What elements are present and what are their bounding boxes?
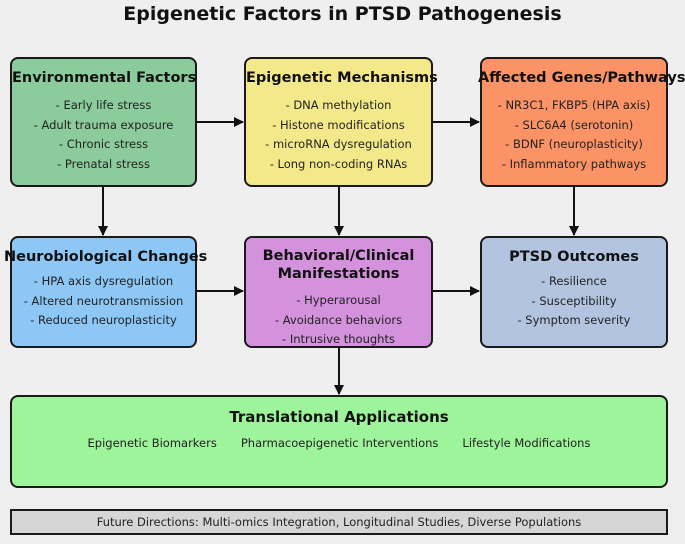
translational-applications-box: Translational Applications Epigenetic Bi… bbox=[10, 395, 668, 488]
epigenetic-mechanisms-title: Epigenetic Mechanisms bbox=[246, 70, 438, 86]
behavioral-clinical-box: Behavioral/Clinical Manifestations Hyper… bbox=[244, 236, 433, 348]
environmental-item: Early life stress bbox=[12, 96, 195, 116]
genes-item: SLC6A4 (serotonin) bbox=[482, 116, 666, 136]
epigenetic-item: DNA methylation bbox=[246, 96, 431, 116]
behavioral-item: Avoidance behaviors bbox=[246, 311, 431, 331]
affected-genes-title: Affected Genes/Pathways bbox=[478, 70, 685, 86]
behavioral-item: Hyperarousal bbox=[246, 291, 431, 311]
ptsd-outcomes-box: PTSD Outcomes Resilience Susceptibility … bbox=[480, 236, 668, 348]
diagram-title: Epigenetic Factors in PTSD Pathogenesis bbox=[123, 3, 562, 25]
neuro-item: Altered neurotransmission bbox=[12, 292, 195, 312]
translational-item: Lifestyle Modifications bbox=[462, 436, 591, 450]
neuro-item: Reduced neuroplasticity bbox=[12, 311, 195, 331]
translational-item: Epigenetic Biomarkers bbox=[87, 436, 217, 450]
affected-genes-box: Affected Genes/Pathways NR3C1, FKBP5 (HP… bbox=[478, 57, 685, 187]
translational-applications-title: Translational Applications bbox=[229, 408, 449, 426]
epigenetic-item: Histone modifications bbox=[246, 116, 431, 136]
behavioral-item: Intrusive thoughts bbox=[246, 330, 431, 350]
genes-item: Inflammatory pathways bbox=[482, 155, 666, 175]
epigenetic-item: microRNA dysregulation bbox=[246, 135, 431, 155]
neurobiological-changes-title: Neurobiological Changes bbox=[4, 249, 208, 265]
behavioral-clinical-title: Behavioral/Clinical Manifestations bbox=[262, 248, 415, 282]
future-directions-banner: Future Directions: Multi-omics Integrati… bbox=[10, 509, 668, 535]
genes-item: NR3C1, FKBP5 (HPA axis) bbox=[482, 96, 666, 116]
ptsd-item: Resilience bbox=[482, 272, 666, 292]
ptsd-item: Susceptibility bbox=[482, 292, 666, 312]
environmental-factors-box: Environmental Factors Early life stress … bbox=[10, 57, 197, 187]
neuro-item: HPA axis dysregulation bbox=[12, 272, 195, 292]
ptsd-outcomes-title: PTSD Outcomes bbox=[509, 249, 639, 265]
ptsd-item: Symptom severity bbox=[482, 311, 666, 331]
genes-item: BDNF (neuroplasticity) bbox=[482, 135, 666, 155]
environmental-item: Chronic stress bbox=[12, 135, 195, 155]
environmental-factors-title: Environmental Factors bbox=[12, 70, 197, 86]
environmental-item: Adult trauma exposure bbox=[12, 116, 195, 136]
epigenetic-item: Long non-coding RNAs bbox=[246, 155, 431, 175]
translational-item: Pharmacoepigenetic Interventions bbox=[240, 436, 439, 450]
neurobiological-changes-box: Neurobiological Changes HPA axis dysregu… bbox=[4, 236, 207, 348]
epigenetic-mechanisms-box: Epigenetic Mechanisms DNA methylation Hi… bbox=[244, 57, 438, 187]
environmental-item: Prenatal stress bbox=[12, 155, 195, 175]
